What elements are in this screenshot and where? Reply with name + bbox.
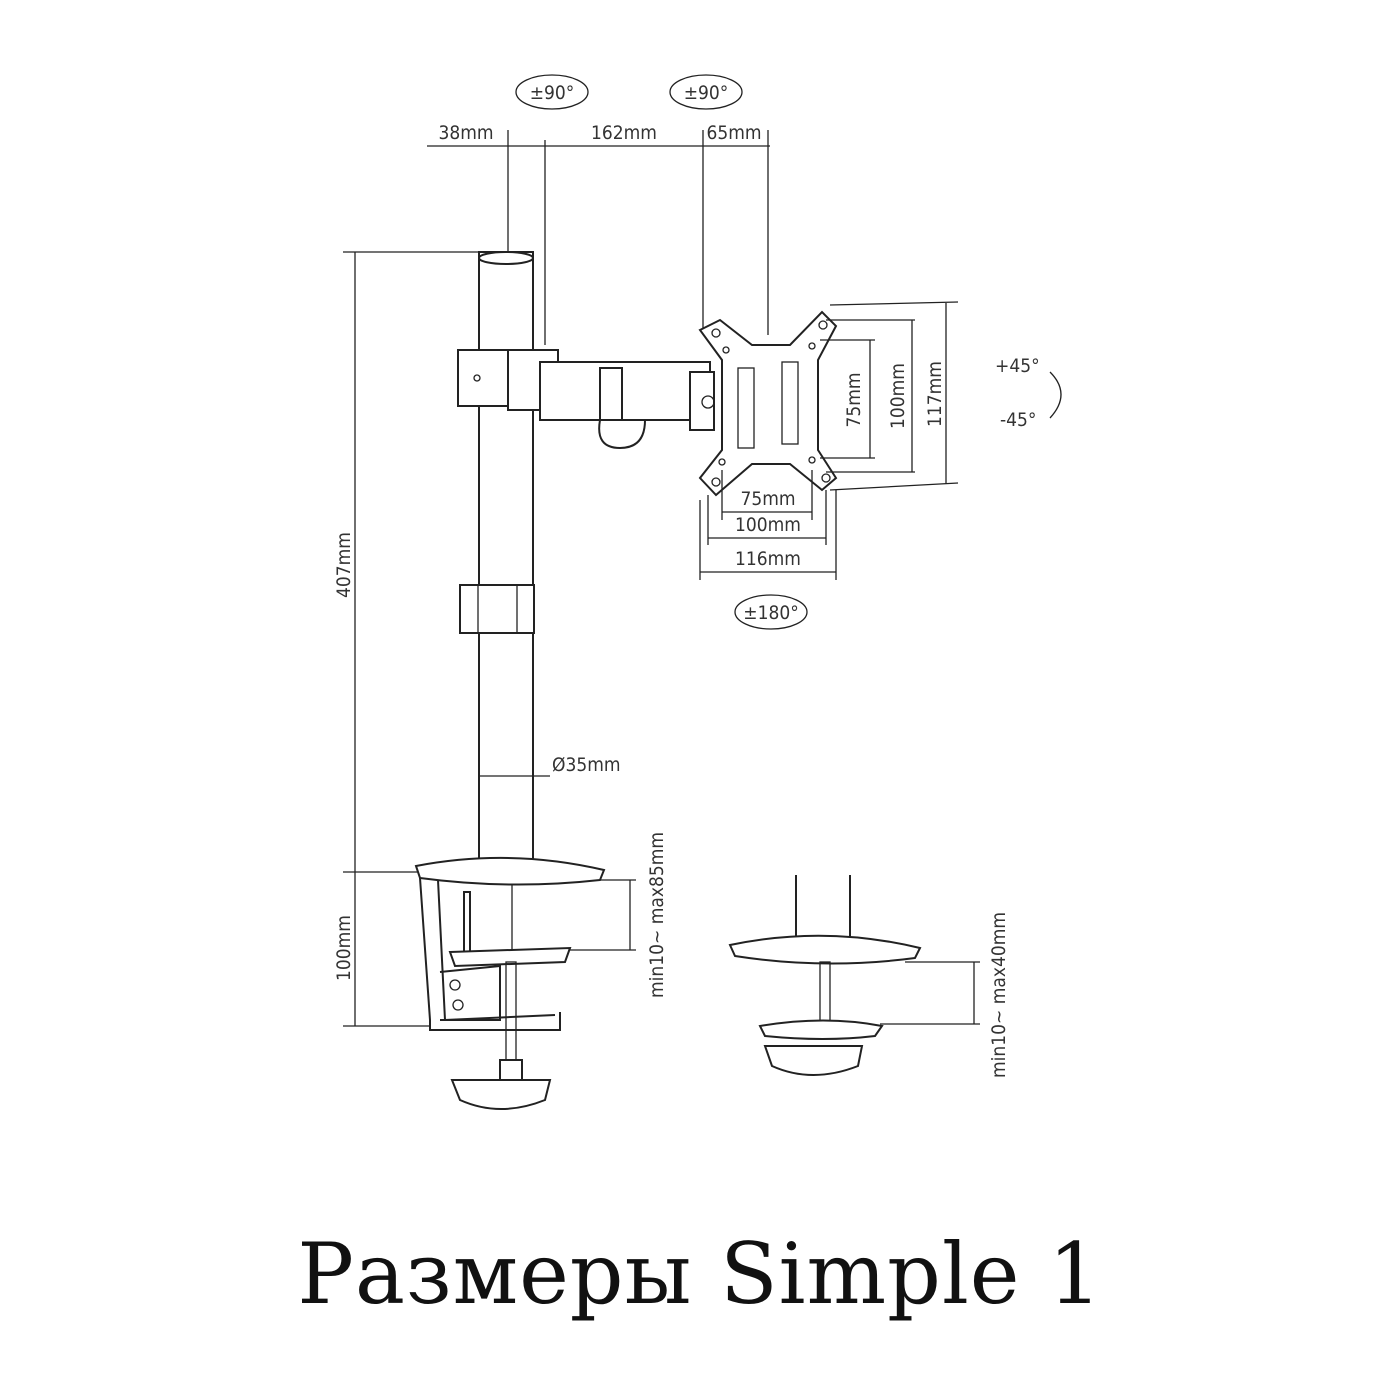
dimension-label: ±90°	[530, 82, 575, 104]
rotation-badge-arm: ±90°	[669, 74, 743, 110]
clamp-dims: min10~ max85mm 100mm	[333, 832, 668, 1027]
dimension-label: min10~ max85mm	[646, 832, 668, 998]
dimension-label: min10~ max40mm	[988, 912, 1010, 1078]
vesa-vertical-dims: 75mm 100mm 117mm	[820, 301, 959, 491]
dimension-label: Ø35mm	[552, 754, 621, 776]
dimension-label: 38mm	[438, 122, 493, 144]
dimension-label: 100mm	[333, 915, 355, 981]
dimension-label: +45°	[995, 355, 1040, 377]
tilt-indicator: +45° -45°	[995, 355, 1062, 431]
dimension-label: ±180°	[743, 602, 799, 624]
desk-clamp	[414, 856, 606, 1110]
dimension-label: 65mm	[706, 122, 761, 144]
page-title: Размеры Simple 1	[297, 1225, 1103, 1323]
dimension-label: 116mm	[735, 548, 801, 570]
dimension-label: 75mm	[740, 488, 795, 510]
top-dimension-lines: 38mm 162mm 65mm	[427, 122, 770, 345]
dimension-label: 75mm	[843, 372, 865, 427]
dimension-label: 162mm	[591, 122, 657, 144]
dimension-label: -45°	[1000, 409, 1036, 431]
vesa-plate	[698, 310, 838, 497]
rotation-badge-plate: ±180°	[734, 594, 808, 630]
dimension-label: 407mm	[333, 532, 355, 598]
vesa-horizontal-dims: 75mm 100mm 116mm	[699, 470, 837, 580]
dimension-label: 100mm	[735, 514, 801, 536]
pole: Ø35mm	[459, 251, 621, 861]
dimension-label: 100mm	[887, 363, 909, 429]
arm	[457, 349, 715, 450]
dimension-label: 117mm	[924, 361, 946, 427]
grommet-mount: min10~ max40mm	[728, 875, 1010, 1078]
height-dimension: 407mm	[333, 251, 480, 873]
dimension-label: ±90°	[684, 82, 729, 104]
rotation-badge-pole: ±90°	[515, 74, 589, 110]
